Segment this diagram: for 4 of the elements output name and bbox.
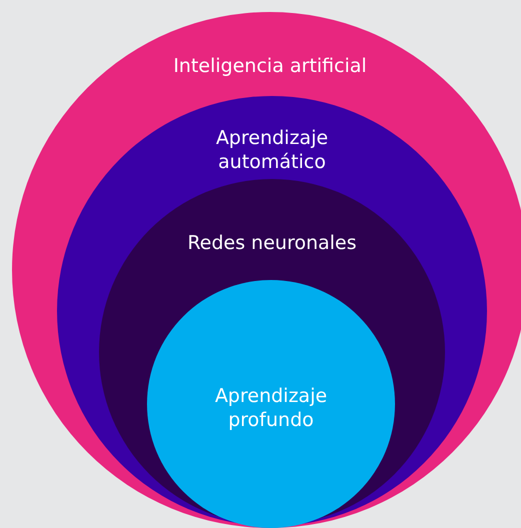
- circle-label: Inteligencia artificial: [172, 54, 368, 78]
- circle-label: Redes neuronales: [186, 231, 358, 255]
- circle-label: Aprendizaje automático: [214, 126, 330, 174]
- circle-label: Aprendizaje profundo: [214, 384, 328, 432]
